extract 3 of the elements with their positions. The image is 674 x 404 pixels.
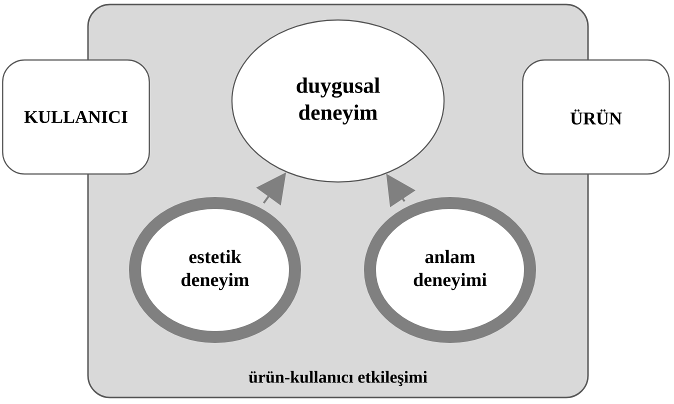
panel-title: ürün-kullanıcı etkileşimi [248,370,428,386]
rounded-box: KULLANICI [2,59,150,175]
rounded-box: ÜRÜN [522,59,670,175]
